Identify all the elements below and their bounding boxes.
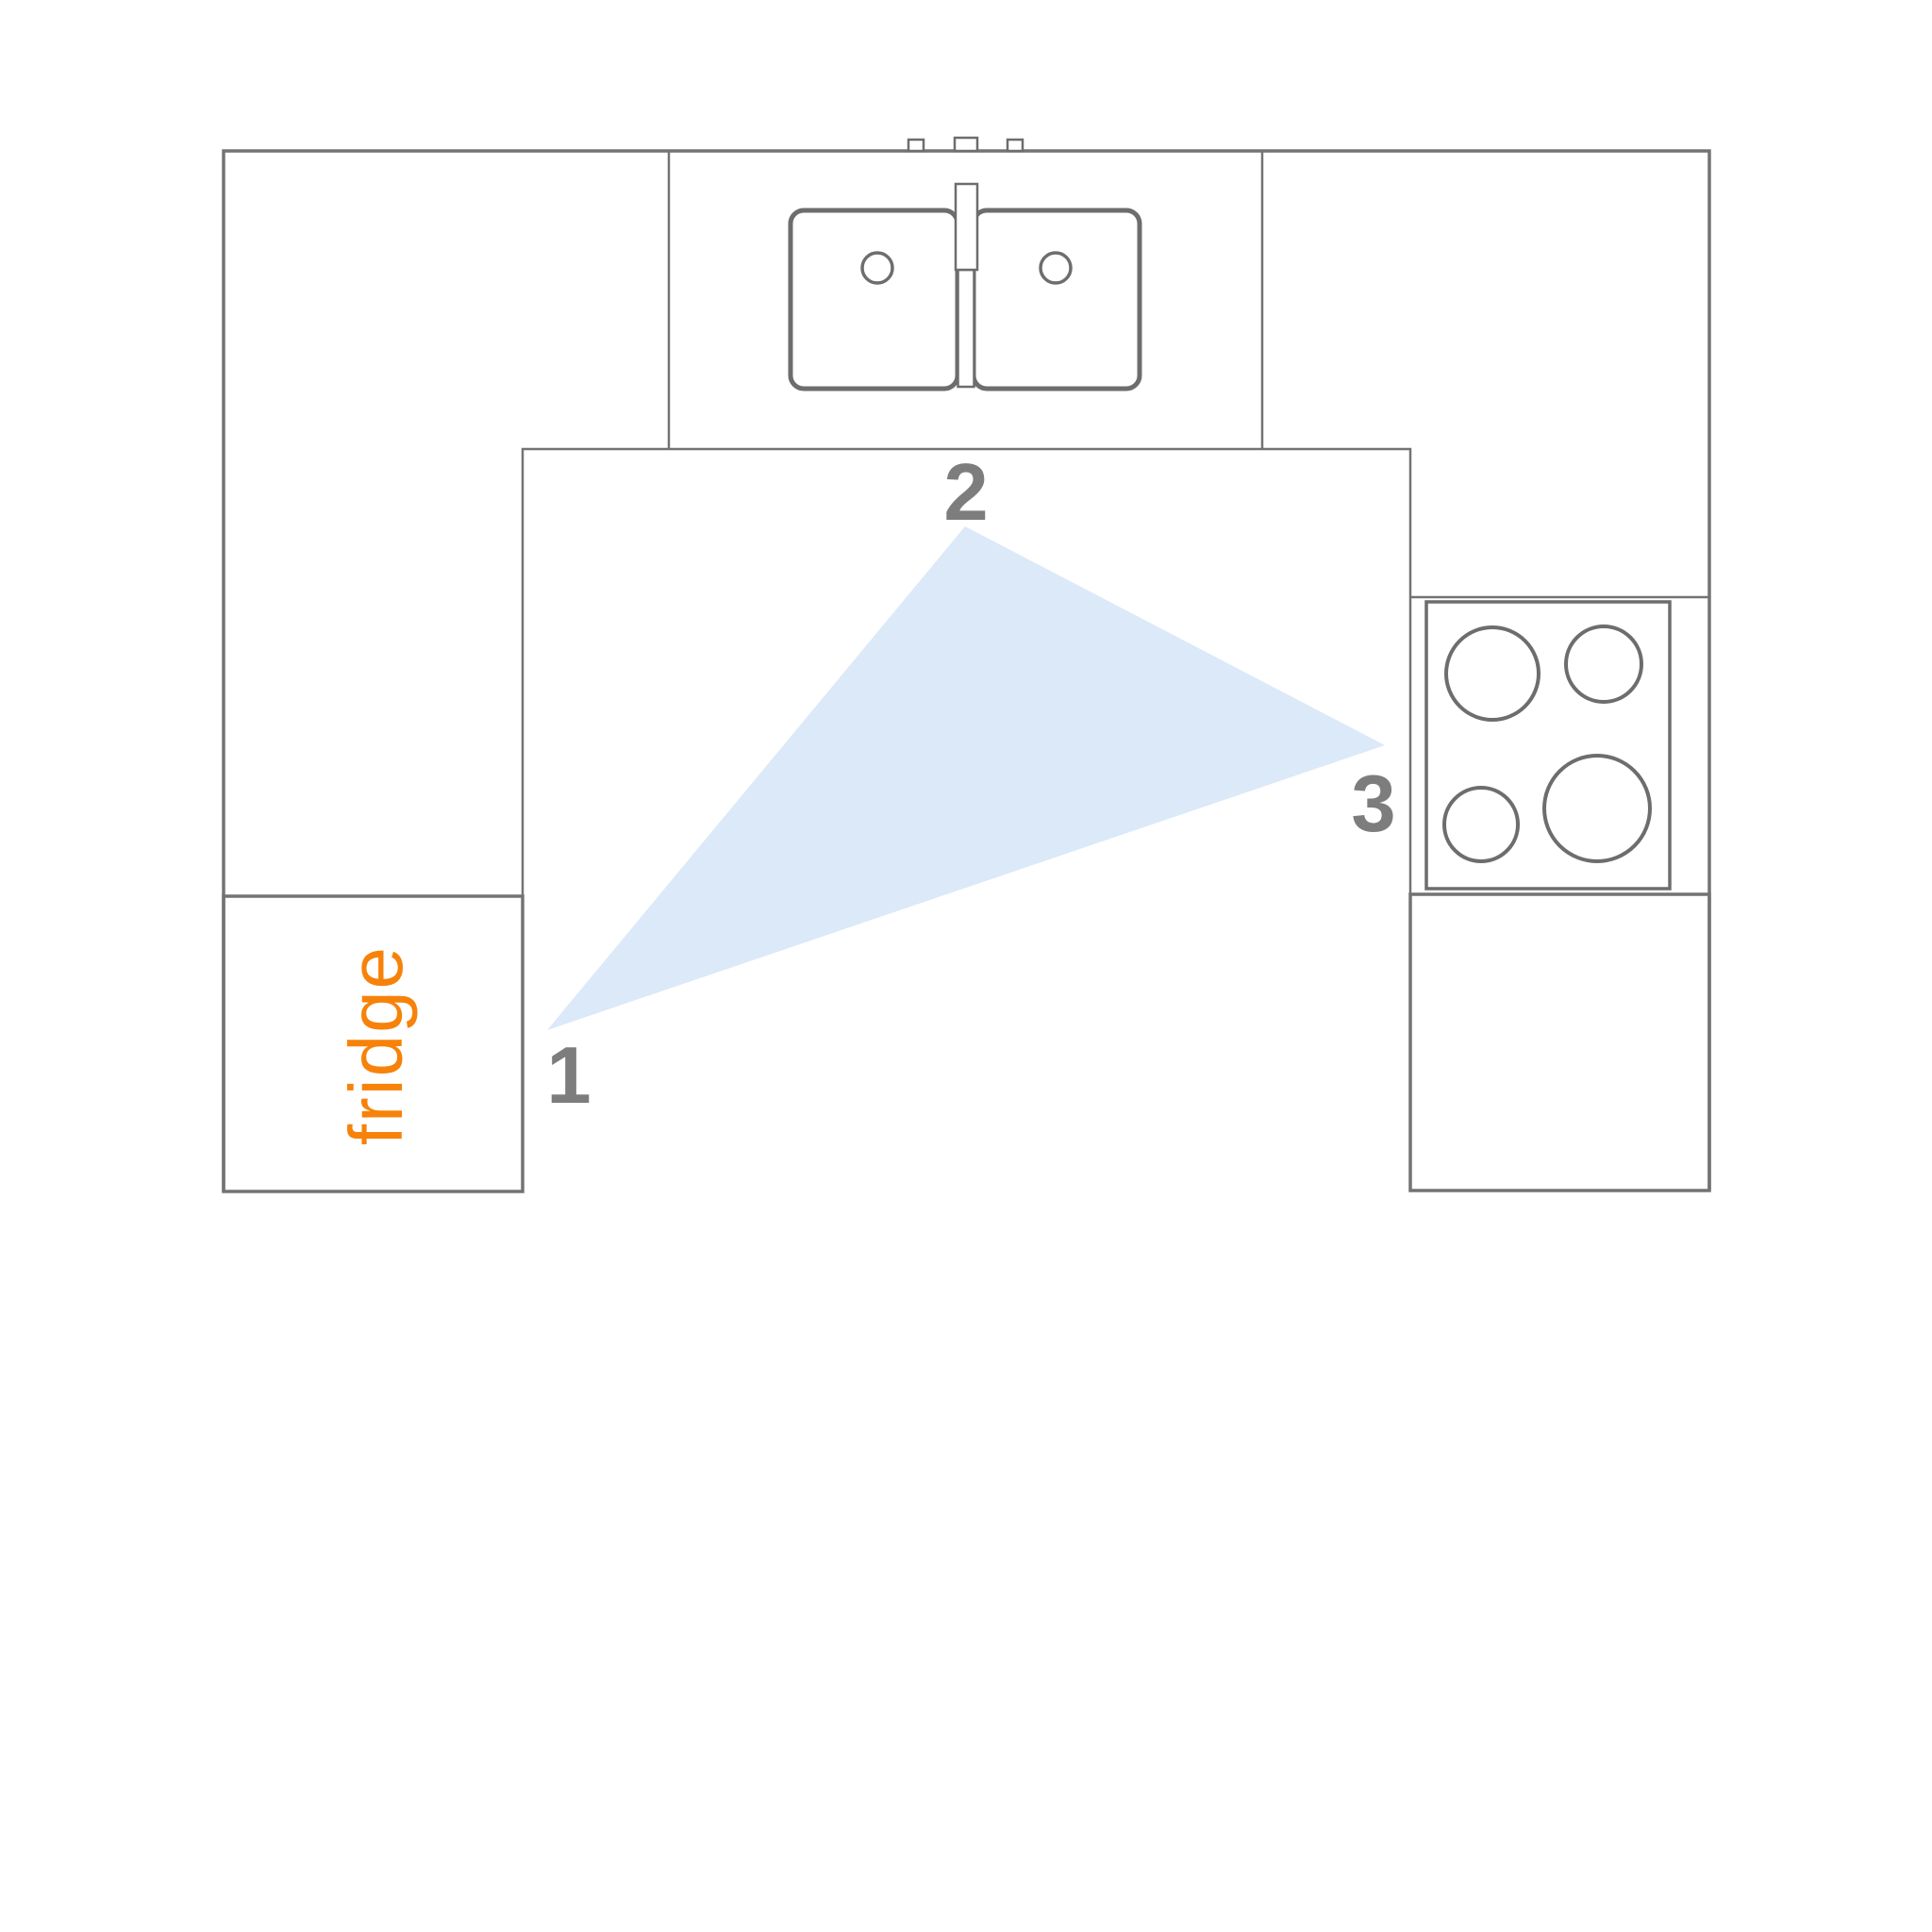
fridge-label: fridge [334, 945, 418, 1145]
sink [788, 136, 1142, 391]
sink-drain-left [860, 251, 894, 285]
triangle-point-1-label: 1 [546, 1031, 591, 1121]
burner-bottom-left [1442, 786, 1520, 863]
faucet-knob-left [907, 138, 925, 153]
fridge-compartment [222, 894, 525, 1193]
inner-wall [521, 447, 1412, 1191]
faucet-stem [957, 268, 975, 389]
bottom-right-compartment [1408, 892, 1711, 1192]
stove [1424, 600, 1672, 891]
sink-basin-left [788, 208, 960, 391]
triangle-point-2-label: 2 [943, 448, 988, 538]
sink-drain-right [1039, 251, 1073, 285]
burner-bottom-right [1542, 754, 1652, 863]
faucet-body [954, 182, 979, 272]
work-triangle [547, 526, 1385, 1030]
triangle-point-3-label: 3 [1351, 759, 1395, 849]
burner-top-left [1444, 625, 1541, 722]
faucet-knob-right [1006, 138, 1024, 153]
burner-top-right [1564, 625, 1643, 704]
faucet-knob-center [953, 136, 979, 153]
sink-basin-right [971, 208, 1142, 391]
stove-outline [1424, 600, 1672, 891]
